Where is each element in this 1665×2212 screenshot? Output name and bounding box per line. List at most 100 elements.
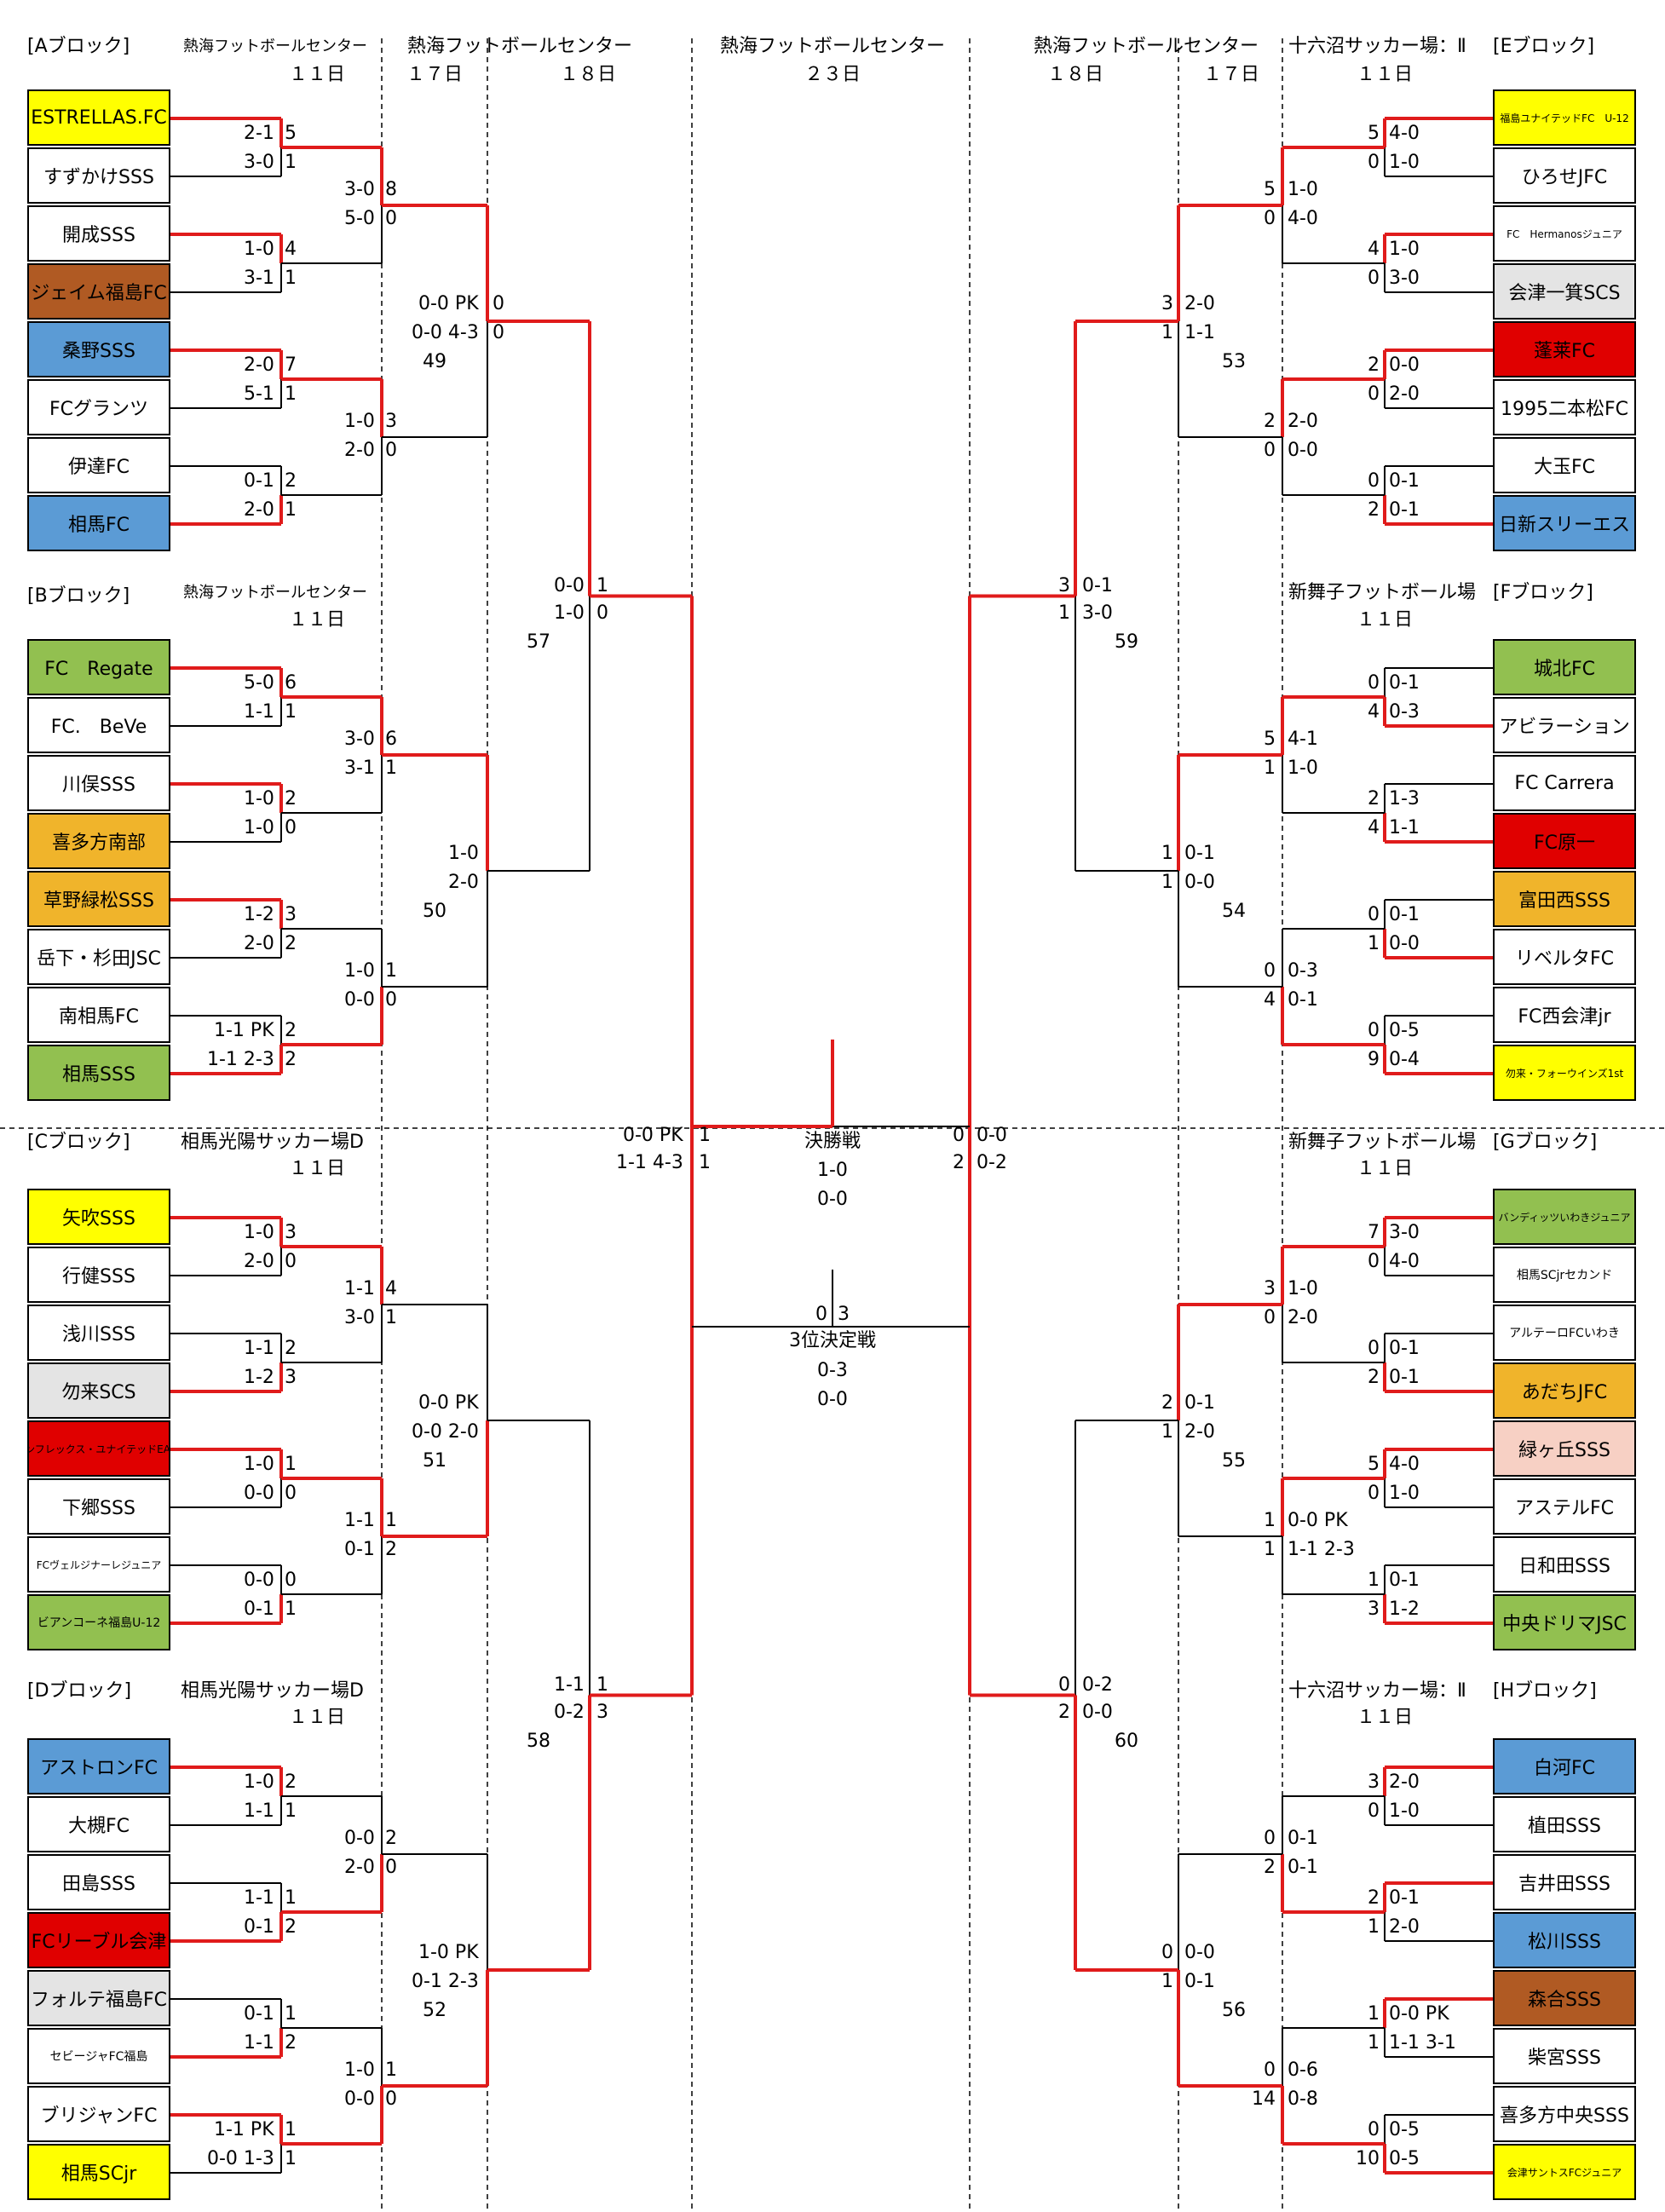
score-text: 0 [1264,1307,1276,1328]
score-text: 1 [285,1599,297,1620]
score-text: 7 [285,354,297,376]
score-text: 3 [1264,1278,1276,1299]
score-text: 0-1 [1389,904,1420,925]
score-text: 0-0 [817,1189,848,1210]
score-text: 2-0 [244,933,274,954]
score-text: 1-0 [244,1454,274,1475]
team-box: ビアンコーネ福島U-12 [27,1594,170,1650]
score-text: 0 [1161,1942,1173,1963]
score-text: 4-0 [1288,208,1318,229]
header-label: １１日 [289,609,346,631]
match-number: 59 [1115,631,1138,653]
score-text: 0 [1368,268,1380,289]
score-text: 3-0 [344,179,375,200]
score-text: 1-1 [554,1673,585,1696]
score-text: 0-1 [1389,470,1420,492]
score-text: 0-0 [344,2088,375,2110]
team-box: 浅川SSS [27,1305,170,1361]
team-box: すずかけSSS [27,147,170,204]
score-text: 0 [1264,208,1276,229]
score-text: 0 [385,208,397,229]
team-box: 会津一箕SCS [1493,263,1636,320]
header-label: 相馬光陽サッカー場D [181,1132,364,1153]
score-text: 4-0 [1389,1251,1420,1272]
score-text: 0 [385,2088,397,2110]
team-box: 中央ドリマJSC [1493,1594,1636,1650]
score-text: 1-0 [817,1160,848,1181]
score-text: 3 [285,1367,297,1388]
score-text: 1-0 [344,2059,375,2081]
score-text: 0-0 2-0 [412,1421,479,1443]
score-text: 0-0 [554,574,585,596]
score-text: 2-0 [1184,293,1215,314]
score-text: 0 [1058,1673,1070,1696]
score-text: 3 [1058,574,1070,596]
score-text: 0 [285,1483,297,1504]
score-text: 2 [1368,499,1380,521]
header-label: [Bブロック] [27,585,130,607]
team-box: 日新スリーエス [1493,495,1636,551]
header-label: 熱海フットボールセンター [183,37,367,55]
score-text: 0-1 [1184,1971,1215,1992]
third-place-label: 3位決定戦 [789,1330,876,1351]
score-text: 2-0 [244,499,274,521]
score-text: 0-0 PK [623,1124,683,1146]
score-text: 0-5 [1389,2119,1420,2140]
score-text: 1 [285,1800,297,1822]
header-label: １７日 [406,64,464,85]
team-box: FCリーブル会津 [27,1912,170,1968]
score-text: 1-0 [244,1771,274,1793]
score-text: 1 [285,701,297,723]
score-text: 1 [596,574,608,596]
team-box: 下郷SSS [27,1478,170,1535]
team-box: FC. BeVe [27,697,170,753]
score-text: 3-0 [1082,602,1113,624]
score-text: 0-0 [244,1570,274,1591]
score-text: 0-3 [817,1360,848,1381]
team-box: ジェイム福島FC [27,263,170,320]
header-label: 新舞子フットボール場 [1288,1132,1477,1153]
score-text: 1-1 [244,1887,274,1909]
score-text: 1 [1161,843,1173,864]
match-number: 60 [1115,1730,1138,1752]
score-text: 0 [1368,152,1380,173]
score-text: 3 [1161,293,1173,314]
header-label: 十六沼サッカー場：Ⅱ [1288,36,1466,57]
score-text: 1-0 [244,1222,274,1243]
score-text: 0-1 [1389,1887,1420,1909]
score-text: 0 [596,602,608,624]
team-box: 勿来SCS [27,1362,170,1419]
score-text: 5-0 [244,672,274,694]
header-label: １１日 [1357,1158,1414,1179]
score-text: 3-1 [344,757,375,779]
score-text: 2-0 [1288,411,1318,432]
score-text: 0-0 PK [1389,2003,1449,2025]
match-number: 57 [527,631,550,653]
score-text: 1-0 [244,817,274,838]
score-text: 1-2 [244,904,274,925]
team-box: 相馬SCjr [27,2144,170,2200]
score-text: 4-0 [1389,1454,1420,1475]
score-text: 1-1 [244,2032,274,2054]
score-text: 0-0 PK [418,1392,479,1414]
score-text: 3 [285,904,297,925]
score-text: 2 [285,1020,297,1041]
team-box: セビージャFC福島 [27,2028,170,2084]
score-text: 2-0 [1184,1421,1215,1443]
score-text: 0-0 [344,989,375,1011]
header-label: [Fブロック] [1493,582,1593,603]
score-text: 2-0 [244,1251,274,1272]
score-text: 0-1 [1288,989,1318,1011]
score-text: 2 [285,788,297,809]
team-box: サンフレックス・ユナイテッドEAST [27,1420,170,1477]
score-text: 0-4 [1389,1049,1420,1070]
score-text: 2 [285,1771,297,1793]
score-text: 2-0 [244,354,274,376]
team-box: 1995二本松FC [1493,379,1636,435]
score-text: 1 [1161,1421,1173,1443]
score-text: 1-0 [448,843,479,864]
score-text: 6 [385,729,397,750]
score-text: 0-1 [1184,1392,1215,1414]
team-box: 日和田SSS [1493,1536,1636,1593]
match-number: 53 [1222,351,1246,372]
